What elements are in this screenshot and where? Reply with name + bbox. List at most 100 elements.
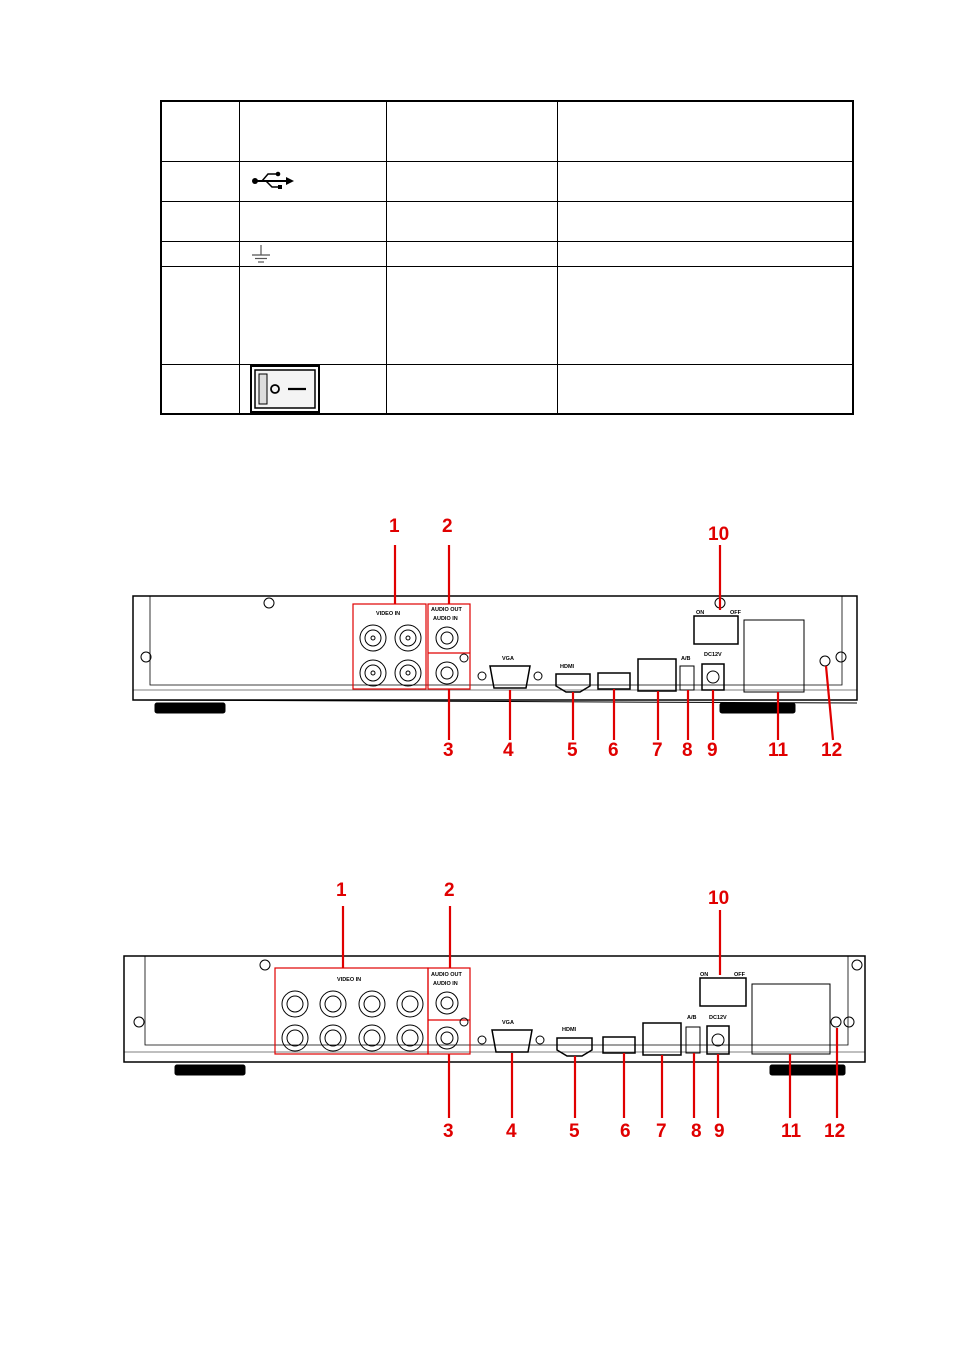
port-table xyxy=(160,100,854,415)
on-label: ON xyxy=(696,610,704,616)
ground-screw-icon xyxy=(830,1016,842,1028)
audio-jacks xyxy=(435,626,469,685)
callout-4: 4 xyxy=(503,740,514,761)
power-switch xyxy=(699,977,747,1007)
screw-icon xyxy=(133,1016,145,1028)
table-cell xyxy=(557,200,854,242)
screw-icon xyxy=(843,1016,855,1028)
callout-5: 5 xyxy=(567,740,578,761)
ground-icon xyxy=(252,244,270,263)
callout-12: 12 xyxy=(821,740,842,761)
table-row xyxy=(160,363,854,415)
hdmi-port xyxy=(555,673,591,693)
callout-12: 12 xyxy=(824,1121,845,1142)
usb-port xyxy=(597,672,631,690)
vga-port xyxy=(477,1029,545,1053)
screw-icon xyxy=(263,597,275,609)
callout-10: 10 xyxy=(708,524,729,545)
table-cell xyxy=(557,160,854,202)
table-cell xyxy=(160,363,240,415)
power-input-port xyxy=(706,1025,730,1055)
bnc-connectors xyxy=(359,624,422,687)
bnc-connectors xyxy=(281,990,424,1052)
table-row xyxy=(160,200,854,242)
table-cell xyxy=(160,265,240,365)
callout-2: 2 xyxy=(444,880,455,901)
chassis xyxy=(132,595,858,714)
dc-label: DC12V xyxy=(704,652,722,658)
rs485-port xyxy=(685,1026,701,1054)
callout-2: 2 xyxy=(442,516,453,537)
callout-6: 6 xyxy=(620,1121,631,1142)
callout-5: 5 xyxy=(569,1121,580,1142)
table-cell xyxy=(557,363,854,415)
screw-icon xyxy=(851,959,863,971)
table-cell xyxy=(386,200,558,242)
vga-label: VGA xyxy=(502,656,514,662)
screw-icon xyxy=(140,651,152,663)
callout-9: 9 xyxy=(707,740,718,761)
rear-panel-diagram-4ch: VIDEO IN AUDIO OUT AUDIO IN VGA HDMI A/B… xyxy=(132,516,858,761)
on-label: ON xyxy=(700,972,708,978)
callout-3: 3 xyxy=(443,1121,454,1142)
callout-11: 11 xyxy=(768,740,789,761)
table-row xyxy=(160,265,854,365)
audio-out-label: AUDIO OUT xyxy=(431,607,463,613)
off-label: OFF xyxy=(734,972,746,978)
network-port xyxy=(642,1022,682,1056)
callout-8: 8 xyxy=(682,740,693,761)
screw-icon xyxy=(835,651,847,663)
vga-label: VGA xyxy=(502,1020,514,1026)
ground-screw-icon xyxy=(819,655,831,667)
table-row xyxy=(160,100,854,162)
table-cell xyxy=(239,160,387,202)
callout-11: 11 xyxy=(781,1121,802,1142)
table-cell xyxy=(557,265,854,365)
ab-label: A/B xyxy=(681,656,691,662)
dc-label: DC12V xyxy=(709,1015,727,1021)
alarm-terminal xyxy=(743,619,805,693)
table-cell xyxy=(557,100,854,162)
callout-1: 1 xyxy=(336,880,347,901)
rs485-port xyxy=(679,665,695,691)
table-cell xyxy=(160,100,240,162)
table-cell xyxy=(239,100,387,162)
callout-6: 6 xyxy=(608,740,619,761)
table-cell xyxy=(557,240,854,267)
usb-port xyxy=(602,1036,636,1054)
audio-jacks xyxy=(435,991,469,1050)
video-in-label: VIDEO IN xyxy=(337,977,361,983)
table-cell xyxy=(386,160,558,202)
hdmi-port xyxy=(556,1037,593,1057)
table-row xyxy=(160,160,854,202)
rear-panel-diagram-8ch: VIDEO IN AUDIO OUT AUDIO IN VGA HDMI A/B… xyxy=(123,880,866,1142)
table-cell xyxy=(239,240,387,267)
power-switch xyxy=(693,615,739,645)
audio-out-label: AUDIO OUT xyxy=(431,972,463,978)
screw-icon xyxy=(259,959,271,971)
network-port xyxy=(637,658,677,692)
table-cell xyxy=(386,363,558,415)
off-label: OFF xyxy=(730,610,742,616)
callout-9: 9 xyxy=(714,1121,725,1142)
table-cell xyxy=(386,100,558,162)
table-cell xyxy=(386,240,558,267)
table-cell xyxy=(386,265,558,365)
alarm-terminal xyxy=(751,983,831,1055)
power-input-port xyxy=(701,663,725,691)
callout-10: 10 xyxy=(708,888,729,909)
callout-1: 1 xyxy=(389,516,400,537)
callout-4: 4 xyxy=(506,1121,517,1142)
ab-label: A/B xyxy=(687,1015,697,1021)
table-cell xyxy=(160,160,240,202)
power-switch-icon xyxy=(250,364,320,413)
video-in-label: VIDEO IN xyxy=(376,611,400,617)
usb-icon xyxy=(252,171,294,189)
table-cell xyxy=(239,265,387,365)
vga-port xyxy=(477,665,543,689)
callout-7: 7 xyxy=(656,1121,667,1142)
audio-in-label: AUDIO IN xyxy=(433,616,458,622)
callout-8: 8 xyxy=(691,1121,702,1142)
hdmi-label: HDMI xyxy=(562,1027,577,1033)
table-cell xyxy=(239,200,387,242)
